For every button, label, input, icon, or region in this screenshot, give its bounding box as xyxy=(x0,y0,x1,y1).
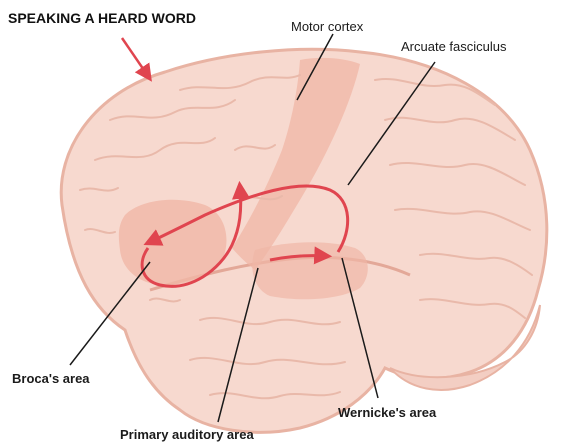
brocas-area-label: Broca's area xyxy=(12,372,90,385)
diagram-title: SPEAKING A HEARD WORD xyxy=(8,10,196,26)
motor-cortex-label: Motor cortex xyxy=(291,20,363,33)
arcuate-fasciculus-label: Arcuate fasciculus xyxy=(401,40,507,53)
wernickes-area-label: Wernicke's area xyxy=(338,406,436,419)
primary-auditory-area-label: Primary auditory area xyxy=(120,428,254,441)
title-arrow xyxy=(122,38,148,76)
